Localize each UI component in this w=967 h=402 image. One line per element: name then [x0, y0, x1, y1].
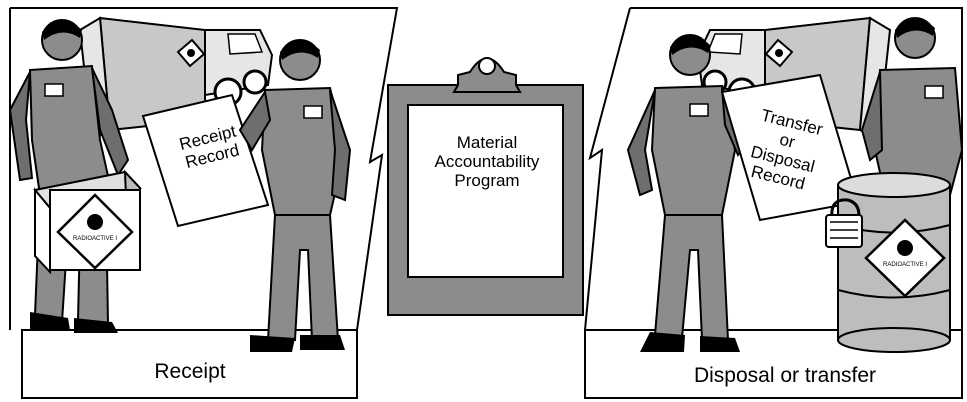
drum-hazard-label: RADIOACTIVE I	[883, 262, 927, 268]
disposal-caption: Disposal or transfer	[693, 364, 877, 387]
box-hazard-label: RADIOACTIVE I	[73, 236, 117, 242]
radioactive-drum: RADIOACTIVE I	[825, 172, 951, 353]
worker-delivering-figure	[238, 39, 352, 352]
disposal-panel-frame	[584, 7, 963, 399]
worker-recording-figure	[626, 34, 752, 352]
clipboard-line: Material	[456, 133, 518, 152]
radioactive-box: RADIOACTIVE I	[33, 169, 142, 275]
receipt-panel-frame	[10, 7, 399, 399]
receipt-caption: Receipt	[154, 360, 226, 383]
clipboard-line: Accountability	[434, 152, 540, 171]
clipboard-text: Material Accountability Program	[412, 133, 562, 190]
radiation-trefoil-icon	[87, 214, 103, 230]
radiation-trefoil-icon-drum	[897, 240, 913, 256]
clipboard	[387, 57, 584, 316]
clipboard-line: Program	[454, 171, 520, 190]
padlock-icon	[825, 198, 863, 248]
receipt-panel: RADIOACTIVE I	[8, 7, 399, 399]
disposal-panel: RADIOACTIVE I	[584, 7, 964, 399]
receipt-record-document	[141, 93, 270, 228]
